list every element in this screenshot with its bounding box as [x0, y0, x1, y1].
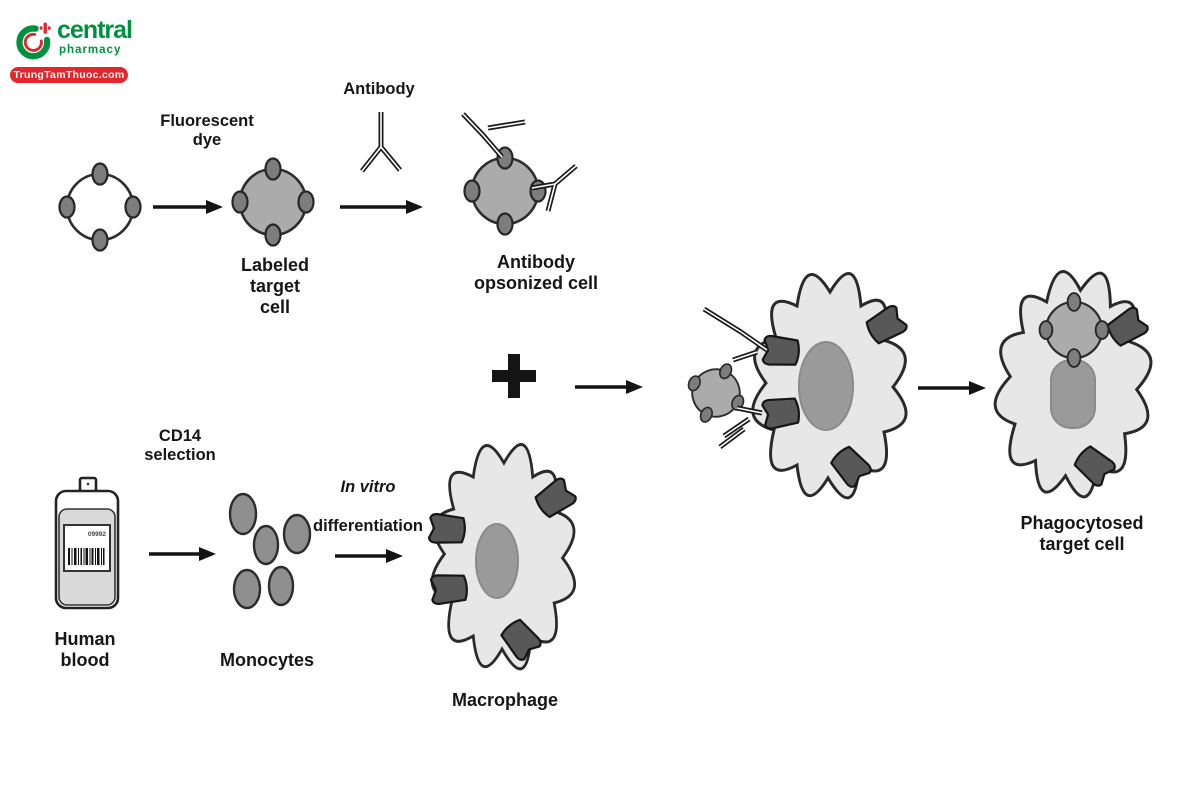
antibody-opsonized-cell-label: Antibody opsonized cell [473, 252, 599, 294]
central-pharmacy-logo: central pharmacy TrungTamThuoc.com [10, 12, 133, 83]
antibody-icon [360, 112, 402, 173]
fluorescent-dye-label: Fluorescent dye [160, 112, 254, 150]
differentiation-line: differentiation [313, 517, 423, 536]
antibody-opsonized-cell-icon [461, 112, 578, 236]
logo-brand-text: central [57, 15, 133, 44]
arrow-icon [153, 200, 223, 214]
logo-badge-text: TrungTamThuoc.com [10, 67, 128, 83]
in-vitro-differentiation-label: In vitro differentiation [313, 459, 423, 556]
monocytes-label: Monocytes [219, 650, 315, 670]
arrow-icon [335, 549, 403, 563]
macrophage-icon [427, 443, 579, 671]
engagement-complex-icon [675, 272, 910, 500]
human-blood-label: Human blood [54, 629, 116, 671]
plus-icon [492, 354, 536, 398]
barcode-icon [68, 548, 105, 565]
macrophage-label: Macrophage [451, 690, 559, 710]
antibody-label: Antibody [343, 80, 415, 98]
arrow-icon [149, 547, 216, 561]
blood-bottle-icon: 09992 [54, 476, 120, 610]
arrow-icon [340, 200, 423, 214]
phagocytosed-cell-icon [987, 264, 1160, 503]
labeled-target-cell-label: Labeled target cell [240, 255, 310, 318]
arrow-icon [575, 380, 643, 394]
target-cell-icon [58, 162, 142, 252]
arrow-icon [918, 381, 986, 395]
logo-tagline-text: pharmacy [59, 43, 122, 56]
central-pharmacy-logo-mark [16, 21, 52, 60]
in-vitro-line: In vitro [340, 478, 396, 497]
bottle-number: 09992 [88, 531, 106, 538]
cd14-selection-label: CD14 selection [144, 427, 216, 465]
phagocytosed-target-cell-label: Phagocytosed target cell [1020, 513, 1144, 555]
monocytes-icon [228, 492, 312, 610]
labeled-target-cell-icon [231, 157, 315, 247]
plus-icon [38, 21, 52, 35]
